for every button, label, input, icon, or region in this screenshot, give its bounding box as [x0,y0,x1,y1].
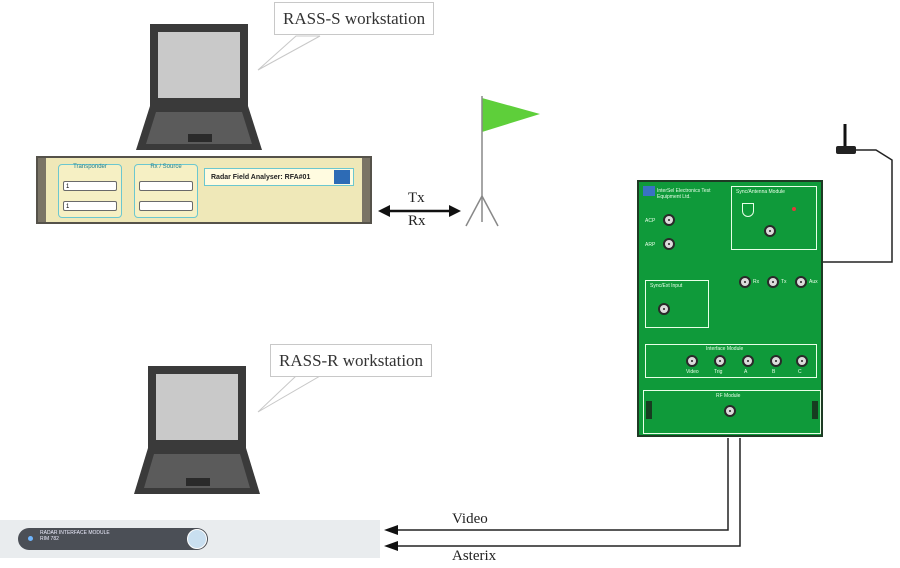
rx-label: Rx [408,213,426,229]
sync-input-panel: Sync/Ext Input [645,280,709,328]
asterix-label: Asterix [452,548,497,564]
flag-antenna-icon [465,96,540,227]
tx-label: Tx [408,190,425,206]
dish-icon [742,203,754,217]
radar-field-analyser-rack: Transponder 1 1 Rx / Source Radar Field … [36,156,372,224]
rass-r-label: RASS-R workstation [270,344,433,377]
b-connector[interactable] [770,355,782,367]
source-group: Rx / Source [134,164,198,218]
rx-connector[interactable] [739,276,751,288]
transponder-group-title: Transponder [73,164,107,170]
transponder-group: Transponder 1 1 [58,164,122,218]
asterix-cable [392,438,741,547]
sync-input-connector[interactable] [658,303,670,315]
acp-label: ACP [645,218,656,224]
source-select-1[interactable] [139,181,193,191]
video-cable [392,438,729,531]
rf-connector[interactable] [724,405,736,417]
rass-s-label: RASS-S workstation [274,2,435,35]
source-select-2[interactable] [139,201,193,211]
antenna-connector[interactable] [764,225,776,237]
rim-power-button[interactable] [187,529,207,549]
rf-module-panel: RF Module [643,390,821,434]
source-group-title: Rx / Source [150,164,182,170]
c-connector[interactable] [796,355,808,367]
a-connector[interactable] [742,355,754,367]
board-brand: InterSel Electronics Test Equipment Ltd. [657,188,711,200]
rass-r-laptop [134,366,260,494]
transponder-select-1[interactable]: 1 [63,181,117,191]
tx-connector[interactable] [767,276,779,288]
interface-module-panel: Interface Module Video Trig A B C [645,344,817,378]
rim-power-led-icon [28,536,33,541]
rim-label: RADAR INTERFACE MODULE RIM 782 [40,530,110,542]
video-connector[interactable] [686,355,698,367]
trig-connector[interactable] [714,355,726,367]
arp-label: ARP [645,242,656,248]
rfa-title: Radar Field Analyser: RFA#01 [204,168,354,186]
sync-antenna-panel: Sync/Antenna Module [731,186,817,250]
transponder-select-2[interactable]: 1 [63,201,117,211]
rfa-logo-icon [334,170,350,184]
rass-s-callout-pointer [257,35,321,71]
brand-logo-icon [643,186,655,196]
rim-faceplate [18,528,208,550]
interface-board: InterSel Electronics Test Equipment Ltd.… [637,180,823,437]
whip-antenna-icon [836,124,856,154]
acp-connector[interactable] [663,214,675,226]
video-label: Video [452,511,488,527]
status-led-icon [792,207,796,211]
rass-s-laptop [136,24,262,150]
aux-connector[interactable] [795,276,807,288]
arp-connector[interactable] [663,238,675,250]
